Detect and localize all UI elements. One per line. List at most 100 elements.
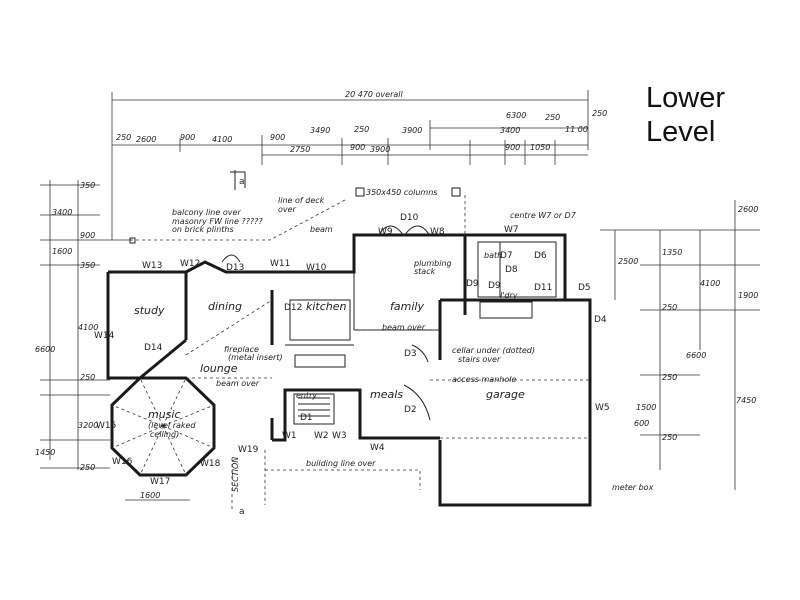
dim-top-1: 2600 [136,135,156,144]
dim-top2-3: 900 [505,143,520,152]
tag-w15: W15 [96,421,116,431]
dim-left-6: 350 [80,261,95,270]
dim-right-2: 1350 [662,248,682,257]
dim-right-5: 1900 [738,291,758,300]
tag-d13: D13 [226,263,244,273]
dim-top2-2: 3900 [370,145,390,154]
dim-top-7: 3900 [402,126,422,135]
note-metal-insert: (metal insert) [228,353,283,362]
dim-left-3: 3400 [52,208,72,217]
tag-d9: D9 [466,279,479,289]
note-access-manhole: access manhole [452,375,516,384]
door-swings [221,225,431,421]
room-music-sub: (level raked [148,421,196,430]
dim-top-11: 6300 [506,111,526,120]
dim-bottom: 1600 [140,491,160,500]
tag-d10: D10 [400,213,419,223]
dim-top-2: 900 [180,133,195,142]
room-laundry: l'dry [500,291,518,300]
room-dining: dining [208,300,242,313]
tag-w8: W8 [430,227,445,237]
dim-top-5: 3490 [310,126,330,135]
tag-w14: W14 [94,331,115,341]
exterior-walls [106,233,592,507]
dim-left-8: 3200 [78,421,98,430]
note-meter-box: meter box [612,483,654,492]
section-letter-top: a [239,177,245,187]
tag-w4: W4 [370,443,385,453]
room-music: music [148,408,181,421]
room-meals: meals [370,388,403,401]
dim-right-11: 250 [662,433,677,442]
dim-left-9: 1450 [35,448,55,457]
tag-d11: D11 [534,283,552,293]
tag-w5: W5 [595,403,610,413]
dim-right-8: 1500 [636,403,656,412]
dim-left-10: 250 [80,463,95,472]
note-beam-over-lounge: beam over [216,379,260,388]
dashed-lines [130,195,590,510]
dim-right-0: 2600 [738,205,758,214]
note-masonry: masonry FW line ????? [172,217,263,226]
dim-top-3: 4100 [212,135,232,144]
note-brick: on brick plinths [172,225,234,234]
dim-left-1: 900 [80,231,95,240]
note-beam-over-family: beam over [382,323,426,332]
tag-w1: W1 [282,431,297,441]
note-beam: beam [310,225,333,234]
tag-w12: W12 [180,259,200,269]
top-dimension-lines [111,90,589,240]
room-kitchen: kitchen [306,300,347,313]
note-balcony: balcony line over [172,208,241,217]
dim-right-10: 600 [634,419,649,428]
music-room-rays [111,377,215,476]
dim-top-10: 11 00 [565,125,588,134]
note-building-line: building line over [306,459,376,468]
note-stairs: stairs over [458,355,501,364]
tag-w7: W7 [504,225,519,235]
dim-right-9: 250 [662,373,677,382]
right-dimension-lines [600,200,760,490]
tag-d3: D3 [404,349,417,359]
tag-w2: W2 [314,431,329,441]
tag-d6: D6 [534,251,547,261]
tag-d2: D2 [404,405,417,415]
dim-right-3: 4100 [700,279,720,288]
tag-d4: D4 [594,315,607,325]
dim-top2-4: 1050 [530,143,550,152]
room-family: family [390,300,424,313]
dim-right-7: 7450 [736,396,756,405]
dim-right-4: 250 [662,303,677,312]
note-fireplace: fireplace [224,345,259,354]
tag-d14: D14 [144,343,163,353]
room-garage: garage [486,388,525,401]
dim-right-1: 2500 [618,257,638,266]
room-lounge: lounge [200,362,238,375]
dim-top2-1: 900 [350,143,365,152]
note-stack: stack [414,267,436,276]
room-study: study [134,304,165,317]
dim-left-7: 250 [80,373,95,382]
dim-left-4: 6600 [35,345,55,354]
tag-w17: W17 [150,477,170,487]
note-deck-2: over [278,205,297,214]
dim-top-0: 250 [116,133,131,142]
note-centre: centre W7 or D7 [510,211,577,220]
room-music-sub2: ceiling) [150,430,179,439]
section-marker-top [230,170,246,190]
tag-w18: W18 [200,459,221,469]
left-dimension-lines [40,180,130,470]
tag-w3: W3 [332,431,347,441]
room-entry: entry [296,391,317,400]
column-marker-right [451,187,461,197]
tag-d7: D7 [500,251,513,261]
dim-top-4: 900 [270,133,285,142]
dim-top-9: 250 [545,113,560,122]
column-marker-left [355,187,365,197]
note-plumbing: plumbing [413,259,452,268]
dim-top-6: 250 [354,125,369,134]
tag-w11: W11 [270,259,290,269]
tag-d12: D12 [284,303,302,313]
column-marker-balcony [129,237,136,244]
dim-top-12: 250 [592,109,607,118]
